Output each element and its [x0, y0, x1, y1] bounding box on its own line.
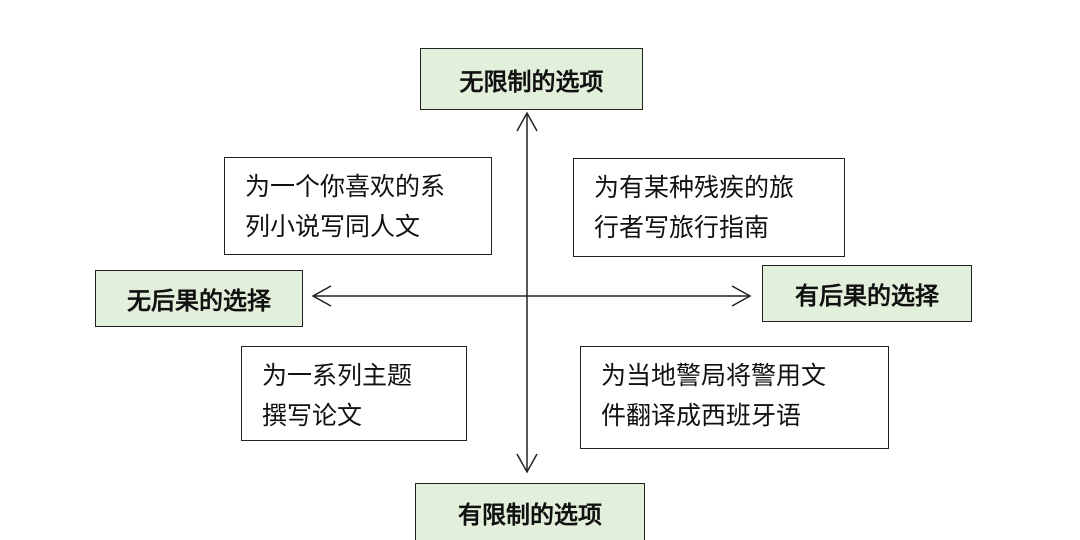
quadrant-text-line: 件翻译成西班牙语 [601, 401, 802, 430]
quadrant-top-left-box: 为一个你喜欢的系 列小说写同人文 [224, 157, 492, 255]
quadrant-text-line: 列小说写同人文 [245, 212, 421, 241]
quadrant-text-line: 为有某种残疾的旅 [594, 173, 795, 202]
horizontal-axis-left-arrowhead [311, 285, 332, 307]
quadrant-text-line: 为一系列主题 [262, 361, 413, 390]
quadrant-bottom-right-box: 为当地警局将警用文 件翻译成西班牙语 [580, 346, 889, 449]
axis-label-right: 有后果的选择 [762, 265, 972, 322]
vertical-axis-top-arrowhead [516, 111, 538, 132]
axis-label-bottom: 有限制的选项 [415, 483, 645, 540]
axis-label-left: 无后果的选择 [95, 270, 303, 327]
quadrant-text-line: 为一个你喜欢的系 [245, 172, 446, 201]
vertical-axis-bottom-arrowhead [516, 453, 538, 474]
quadrant-top-right-box: 为有某种残疾的旅 行者写旅行指南 [573, 158, 845, 257]
quadrant-text-line: 为当地警局将警用文 [601, 361, 827, 390]
quadrant-text-line: 撰写论文 [262, 401, 363, 430]
quadrant-bottom-left-box: 为一系列主题 撰写论文 [241, 346, 467, 441]
quadrant-text-line: 行者写旅行指南 [594, 213, 770, 242]
horizontal-axis-right-arrowhead [731, 285, 752, 307]
axis-label-top: 无限制的选项 [420, 48, 643, 110]
